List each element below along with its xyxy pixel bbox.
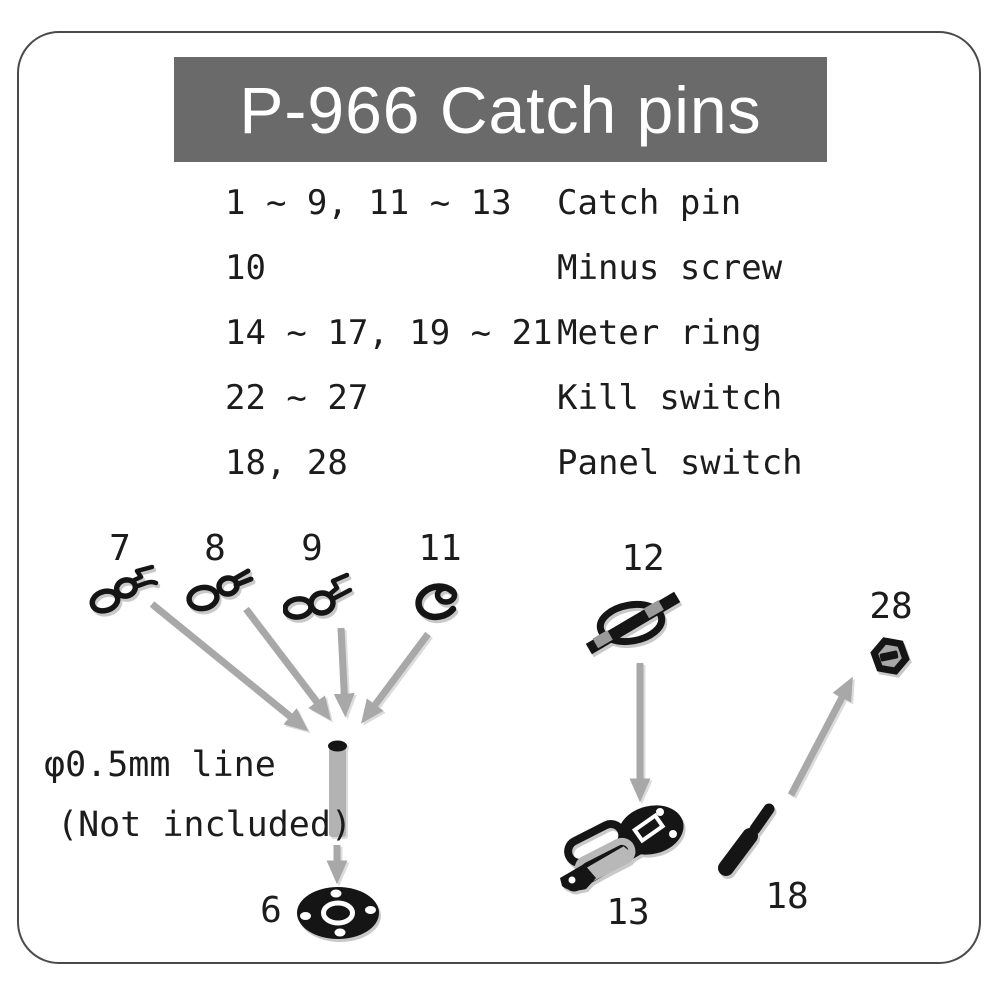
hex-nut-icon [870, 637, 910, 675]
rounded-border-frame [17, 31, 981, 964]
arrow-part8-to-wire [243, 606, 332, 721]
legend-numbers: 14 ~ 17, 19 ~ 21 [225, 313, 553, 353]
legend-numbers: 22 ~ 27 [225, 378, 369, 418]
parts-legend: 1 ~ 9, 11 ~ 13 Catch pin 10 Minus screw … [225, 183, 803, 508]
catch-pin-icon [283, 572, 353, 620]
panel-switch-icon [560, 805, 684, 892]
part-label-7: 7 [109, 528, 131, 569]
page-title: P-966 Catch pins [239, 72, 762, 147]
legend-numbers: 10 [225, 248, 266, 288]
catch-pin-wire-icon [585, 591, 681, 655]
part-label-6: 6 [260, 890, 282, 931]
part-label-12: 12 [621, 538, 665, 579]
arrow-part18-to-part28 [787, 676, 853, 797]
legend-part-name: Catch pin [557, 183, 742, 223]
legend-row: 1 ~ 9, 11 ~ 13 Catch pin [225, 183, 803, 248]
legend-row: 18, 28 Panel switch [225, 443, 803, 508]
catch-pin-ring-icon [415, 583, 458, 621]
note-line-diameter: φ0.5mm line [44, 745, 276, 785]
part-label-11: 11 [418, 528, 462, 569]
switch-lever-icon [718, 803, 775, 876]
title-banner: P-966 Catch pins [174, 57, 827, 162]
legend-numbers: 1 ~ 9, 11 ~ 13 [225, 183, 512, 223]
part-label-18: 18 [765, 876, 809, 917]
part-label-9: 9 [301, 528, 323, 569]
wire-rod [328, 740, 347, 837]
arrow-part9-to-wire [333, 627, 355, 718]
catch-pin-icon [186, 568, 254, 612]
part-label-8: 8 [204, 528, 226, 569]
legend-numbers: 18, 28 [225, 443, 348, 483]
legend-row: 22 ~ 27 Kill switch [225, 378, 803, 443]
legend-part-name: Minus screw [557, 248, 783, 288]
note-line-not-included: (Not included) [57, 805, 353, 845]
part-label-28: 28 [869, 586, 913, 627]
flange-disc-icon [297, 887, 379, 939]
arrow-part11-to-wire [361, 631, 431, 724]
arrow-part7-to-wire [149, 601, 309, 732]
part-label-13: 13 [606, 892, 650, 933]
legend-part-name: Panel switch [557, 443, 803, 483]
legend-row: 14 ~ 17, 19 ~ 21 Meter ring [225, 313, 803, 378]
catch-pin-icon [89, 564, 159, 614]
legend-part-name: Meter ring [557, 313, 762, 353]
legend-row: 10 Minus screw [225, 248, 803, 313]
legend-part-name: Kill switch [557, 378, 783, 418]
